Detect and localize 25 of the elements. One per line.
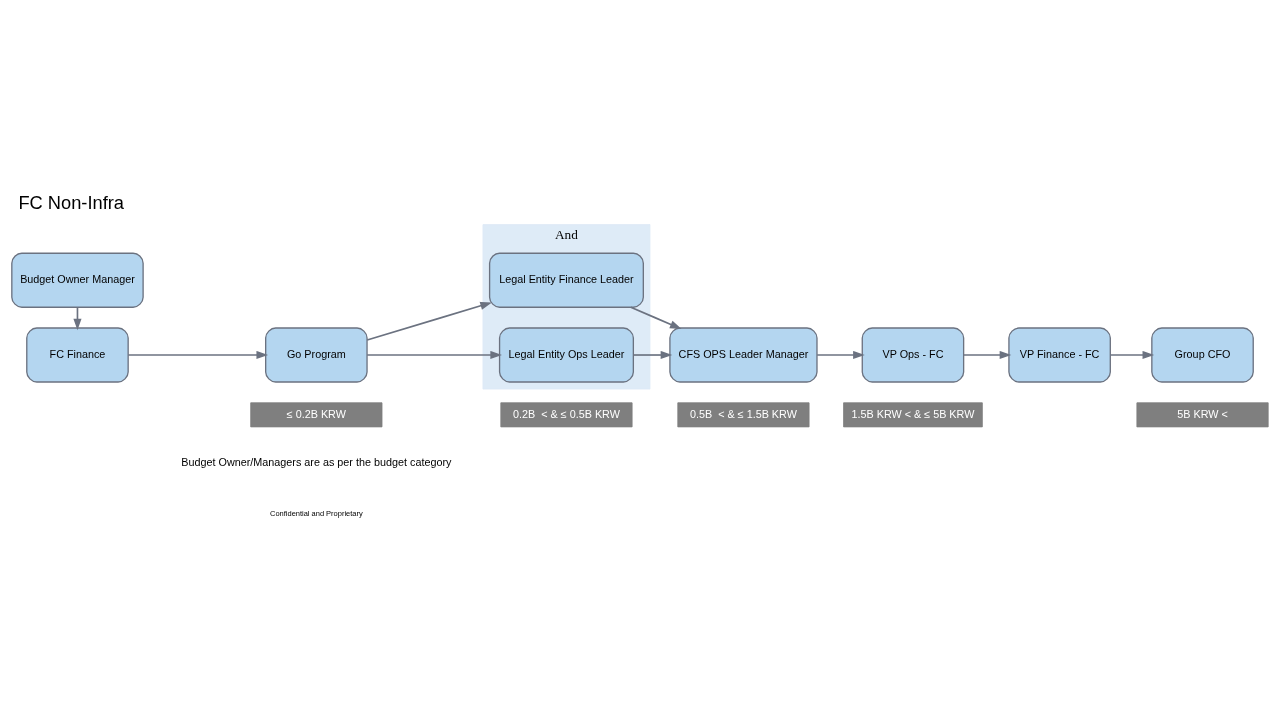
arrow — [366, 301, 492, 341]
node-box: 1.5B KRW < & ≤ 5B KRW — [843, 402, 983, 428]
node-box: 5B KRW < — [1136, 402, 1269, 428]
label: Budget Owner/Managers are as per the budget category — [181, 455, 452, 468]
arrow — [816, 350, 865, 360]
node-box: Legal Entity Finance Leader — [488, 252, 644, 308]
node-box: 0.5B < & ≤ 1.5B KRW — [677, 402, 810, 428]
label: Confidential and Proprietary — [270, 508, 363, 518]
arrow — [366, 350, 502, 360]
node-box: Legal Entity Ops Leader — [498, 327, 634, 383]
arrow — [632, 350, 673, 360]
node-box: Group CFO — [1151, 327, 1254, 383]
diagram-title: FC Non-Infra — [18, 192, 125, 214]
node-box: Budget Owner Manager — [11, 252, 144, 308]
arrow — [1109, 350, 1155, 360]
arrow — [127, 350, 269, 360]
node-box: FC Finance — [26, 327, 129, 383]
node-box: VP Finance - FC — [1008, 327, 1111, 383]
arrow — [962, 350, 1012, 360]
node-box: ≤ 0.2B KRW — [250, 402, 383, 428]
node-box: CFS OPS Leader Manager — [669, 327, 818, 383]
node-box: VP Ops - FC — [861, 327, 965, 383]
node-box: 0.2B < & ≤ 0.5B KRW — [500, 402, 633, 428]
node-box: Go Program — [265, 327, 368, 383]
arrow — [630, 306, 682, 329]
